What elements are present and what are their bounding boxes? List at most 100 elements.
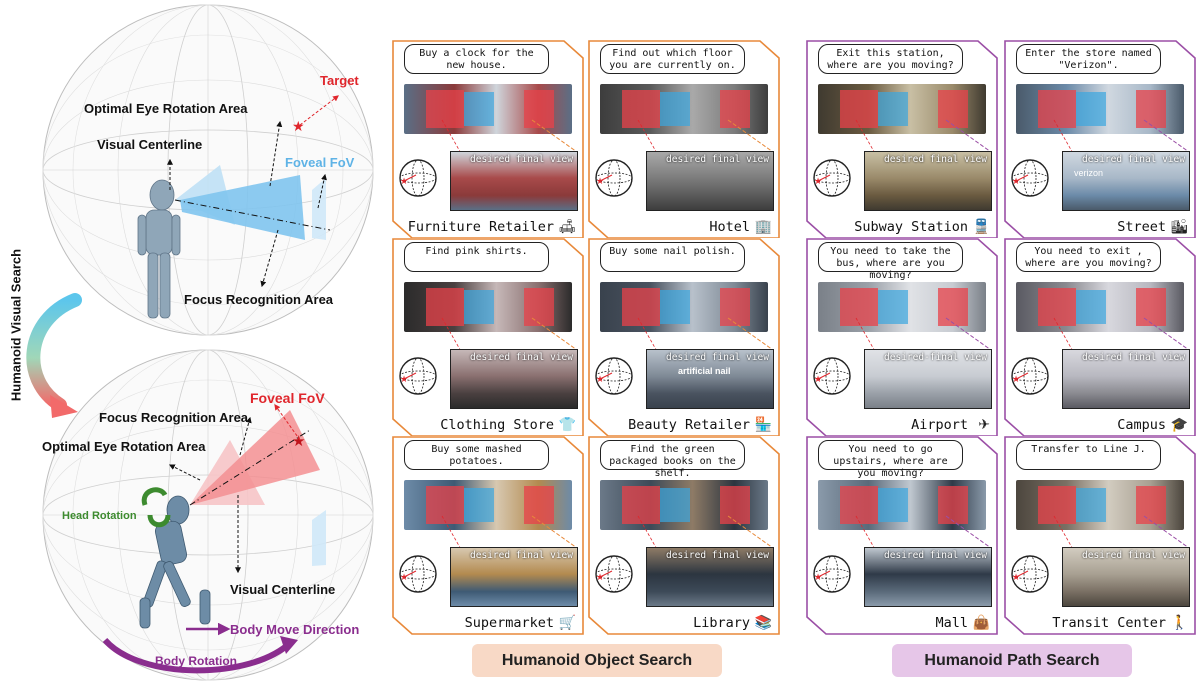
head-rotation-label: Head Rotation (62, 510, 137, 522)
top-sphere (42, 4, 374, 336)
prompt-bubble: Find pink shirts. (404, 242, 549, 272)
final-view-image: desired final view (646, 151, 774, 211)
prompt-bubble: You need to exit , where are you moving? (1016, 242, 1161, 272)
store-icon: 🏪 (754, 416, 772, 432)
path-search-banner: Humanoid Path Search (892, 644, 1132, 677)
scene-name: Library (693, 615, 750, 631)
final-view-label: desired final view (1082, 154, 1185, 165)
scene-card: Transfer to Line J. ★ desired final view… (1004, 436, 1196, 635)
svg-text:★: ★ (596, 176, 604, 186)
scene-name: Clothing Store (440, 417, 554, 433)
final-view-label: desired final view (884, 154, 987, 165)
final-view-label: desired final view (1082, 352, 1185, 363)
panorama-image (404, 480, 572, 530)
scene-name: Hotel (709, 219, 750, 235)
svg-text:★: ★ (400, 374, 408, 384)
final-view-label: desired final view (470, 352, 573, 363)
final-view-image: desired-final view (864, 349, 992, 409)
final-view-label: desired final view (470, 550, 573, 561)
final-view-image: desired final view (1062, 547, 1190, 607)
final-view-image: desired final view (450, 349, 578, 409)
final-view-image: desired final view (450, 151, 578, 211)
prompt-bubble: Buy some nail polish. (600, 242, 745, 272)
svg-text:★: ★ (814, 572, 822, 582)
optimal-eye-label-bottom: Optimal Eye Rotation Area (42, 439, 206, 454)
scene-card: Exit this station, where are you moving?… (806, 40, 998, 239)
panorama-image (818, 84, 986, 134)
visual-centerline-label-bottom: Visual Centerline (230, 582, 336, 597)
visual-search-diagram: ★ ★ (26, 4, 374, 681)
prompt-bubble: Buy a clock for the new house. (404, 44, 549, 74)
scene-name: Airport (911, 417, 968, 433)
humanoid-figure-bottom (139, 495, 211, 629)
prompt-bubble: Exit this station, where are you moving? (818, 44, 963, 74)
scene-name: Beauty Retailer (628, 417, 750, 433)
final-view-image: desired final view (646, 349, 774, 409)
books-icon: 📚 (754, 614, 772, 630)
foveal-fov-label-bottom: Foveal FoV (250, 390, 325, 406)
city-icon: 🏙 (1170, 218, 1188, 234)
scene-name: Campus (1117, 417, 1166, 433)
final-view-image: desired final view (864, 547, 992, 607)
final-view-label: desired final view (884, 550, 987, 561)
shirt-icon: 👕 (558, 416, 576, 432)
scene-name: Street (1117, 219, 1166, 235)
sphere-icon: ★ (812, 554, 852, 599)
scene-card: Buy a clock for the new house. ★ desired… (392, 40, 584, 239)
panorama-image (600, 282, 768, 332)
panorama-image (600, 84, 768, 134)
final-view-image: desired final view (450, 547, 578, 607)
sphere-icon: ★ (594, 554, 634, 599)
panorama-image (1016, 282, 1184, 332)
scene-card: You need to take the bus, where are you … (806, 238, 998, 437)
humanoid-figure-top (137, 179, 181, 319)
scene-card: You need to exit , where are you moving?… (1004, 238, 1196, 437)
svg-text:★: ★ (1012, 176, 1020, 186)
scene-name: Transit Center (1052, 615, 1166, 631)
panorama-image (818, 480, 986, 530)
scene-card: You need to go upstairs, where are you m… (806, 436, 998, 635)
final-view-image: desired final view (864, 151, 992, 211)
svg-text:★: ★ (814, 374, 822, 384)
sphere-icon: ★ (398, 158, 438, 203)
sphere-icon: ★ (1010, 356, 1050, 401)
walker-icon: 🚶 (1170, 614, 1188, 630)
prompt-bubble: You need to go upstairs, where are you m… (818, 440, 963, 479)
final-view-label: desired final view (1082, 550, 1185, 561)
sphere-icon: ★ (398, 356, 438, 401)
focus-recognition-label: Focus Recognition Area (184, 292, 334, 307)
svg-text:★: ★ (596, 572, 604, 582)
scene-card: Buy some mashed potatoes. ★ desired fina… (392, 436, 584, 635)
cart-icon: 🛒 (558, 614, 576, 630)
svg-text:★: ★ (1012, 374, 1020, 384)
sphere-icon: ★ (1010, 158, 1050, 203)
final-view-label: desired final view (666, 550, 769, 561)
prompt-bubble: Enter the store named "Verizon". (1016, 44, 1161, 74)
focus-recognition-label-bottom: Focus Recognition Area (99, 410, 249, 425)
panorama-image (404, 84, 572, 134)
svg-text:★: ★ (1012, 572, 1020, 582)
scene-name: Furniture Retailer (407, 219, 554, 235)
sphere-icon: ★ (812, 356, 852, 401)
scene-card: Find the green packaged books on the she… (588, 436, 780, 635)
building-icon: 🏢 (754, 218, 772, 234)
final-view-image: desired final view (646, 547, 774, 607)
panorama-image (1016, 84, 1184, 134)
prompt-bubble: Buy some mashed potatoes. (404, 440, 549, 470)
scene-card: Enter the store named "Verizon". ★ desir… (1004, 40, 1196, 239)
scene-name: Subway Station (854, 219, 968, 235)
sphere-icon: ★ (594, 356, 634, 401)
body-move-label: Body Move Direction (230, 622, 360, 637)
final-view-label: desired final view (666, 154, 769, 165)
svg-text:★: ★ (814, 176, 822, 186)
foveal-cone-bottom (190, 410, 320, 505)
scene-card: Find pink shirts. ★ desired final view C… (392, 238, 584, 437)
foveal-cone (180, 175, 305, 240)
scene-card: Buy some nail polish. ★ desired final vi… (588, 238, 780, 437)
final-view-label: desired-final view (884, 352, 987, 363)
sphere-icon: ★ (398, 554, 438, 599)
svg-text:★: ★ (400, 572, 408, 582)
prompt-bubble: You need to take the bus, where are you … (818, 242, 963, 281)
svg-text:★: ★ (400, 176, 408, 186)
panorama-image (600, 480, 768, 530)
